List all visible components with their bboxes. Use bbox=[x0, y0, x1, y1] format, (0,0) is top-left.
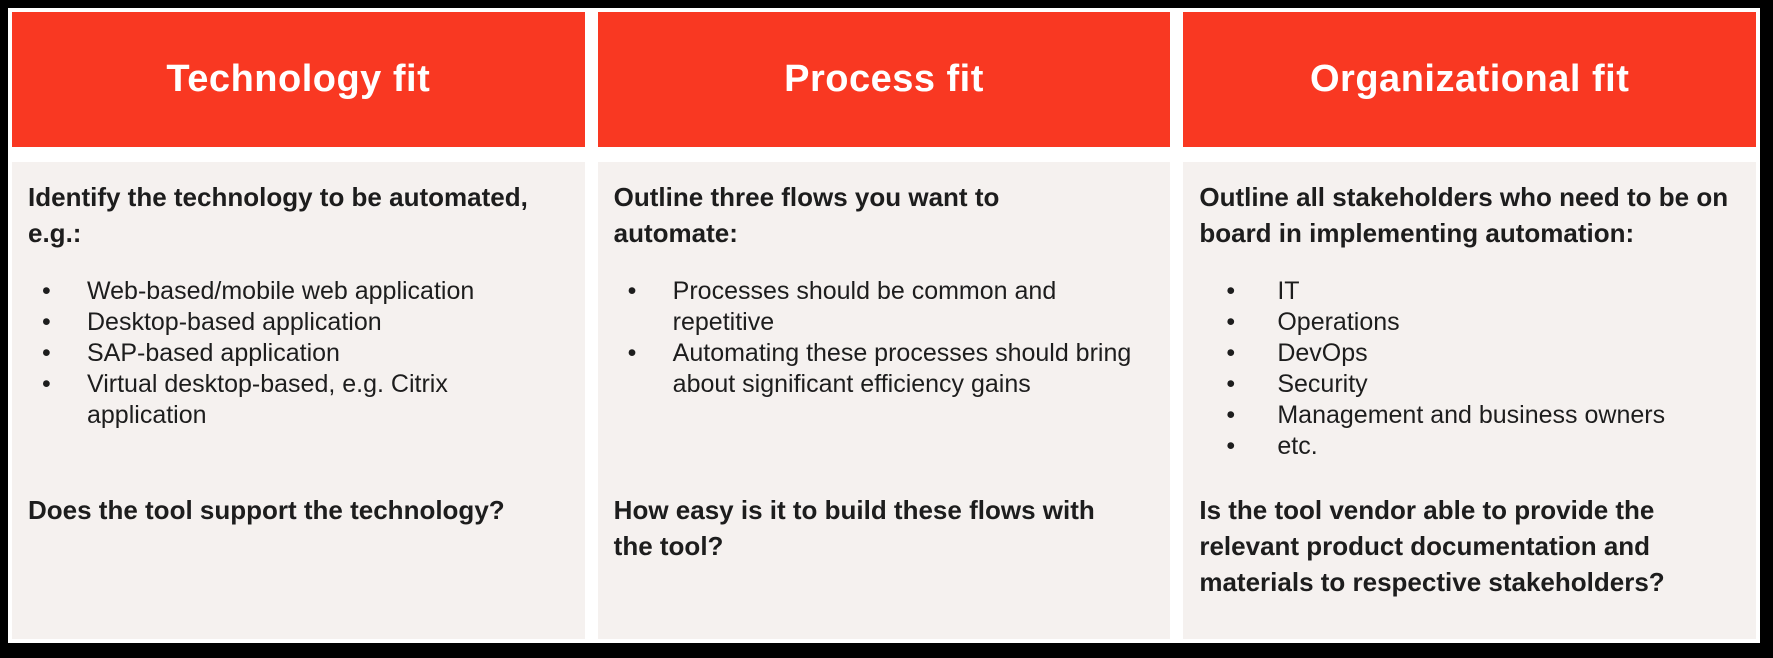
organizational-fit-header: Organizational fit bbox=[1183, 12, 1757, 147]
bullet-item: Security bbox=[1199, 369, 1740, 400]
bullet-item: Automating these processes should bring … bbox=[614, 338, 1155, 400]
bullet-item: Processes should be common and repetitiv… bbox=[614, 276, 1155, 338]
process-fit-question: How easy is it to build these flows with… bbox=[613, 495, 1095, 561]
technology-fit-body: Identify the technology to be automated,… bbox=[12, 162, 585, 639]
technology-fit-bullet-list: Web-based/mobile web applicationDesktop-… bbox=[28, 276, 569, 431]
bullet-item: Operations bbox=[1199, 307, 1740, 338]
bullet-item: Management and business owners bbox=[1199, 400, 1740, 431]
technology-fit-intro: Identify the technology to be automated,… bbox=[28, 182, 528, 248]
bullet-item: Web-based/mobile web application bbox=[28, 276, 569, 307]
bullet-item: IT bbox=[1199, 276, 1740, 307]
organizational-fit-bullet-list: ITOperationsDevOpsSecurityManagement and… bbox=[1199, 276, 1740, 462]
column-organizational-fit: Organizational fit Outline all stakehold… bbox=[1183, 12, 1757, 639]
bullet-item: Virtual desktop-based, e.g. Citrix appli… bbox=[28, 369, 569, 431]
organizational-fit-intro: Outline all stakeholders who need to be … bbox=[1199, 182, 1729, 248]
technology-fit-question: Does the tool support the technology? bbox=[28, 495, 505, 525]
bullet-item: SAP-based application bbox=[28, 338, 569, 369]
bullet-item: DevOps bbox=[1199, 338, 1740, 369]
technology-fit-header: Technology fit bbox=[12, 12, 585, 147]
organizational-fit-title: Organizational fit bbox=[1310, 58, 1630, 100]
organizational-fit-body: Outline all stakeholders who need to be … bbox=[1183, 162, 1757, 639]
column-process-fit: Process fit Outline three flows you want… bbox=[597, 12, 1171, 639]
process-fit-intro: Outline three flows you want to automate… bbox=[613, 182, 1000, 248]
column-technology-fit: Technology fit Identify the technology t… bbox=[12, 12, 585, 639]
process-fit-title: Process fit bbox=[784, 58, 984, 100]
organizational-fit-question: Is the tool vendor able to provide the r… bbox=[1199, 495, 1665, 597]
process-fit-header: Process fit bbox=[597, 12, 1171, 147]
bullet-item: etc. bbox=[1199, 431, 1740, 462]
process-fit-body: Outline three flows you want to automate… bbox=[597, 162, 1171, 639]
technology-fit-title: Technology fit bbox=[166, 58, 431, 100]
slide-canvas: Technology fit Identify the technology t… bbox=[8, 8, 1760, 643]
process-fit-bullet-list: Processes should be common and repetitiv… bbox=[614, 276, 1155, 400]
bullet-item: Desktop-based application bbox=[28, 307, 569, 338]
